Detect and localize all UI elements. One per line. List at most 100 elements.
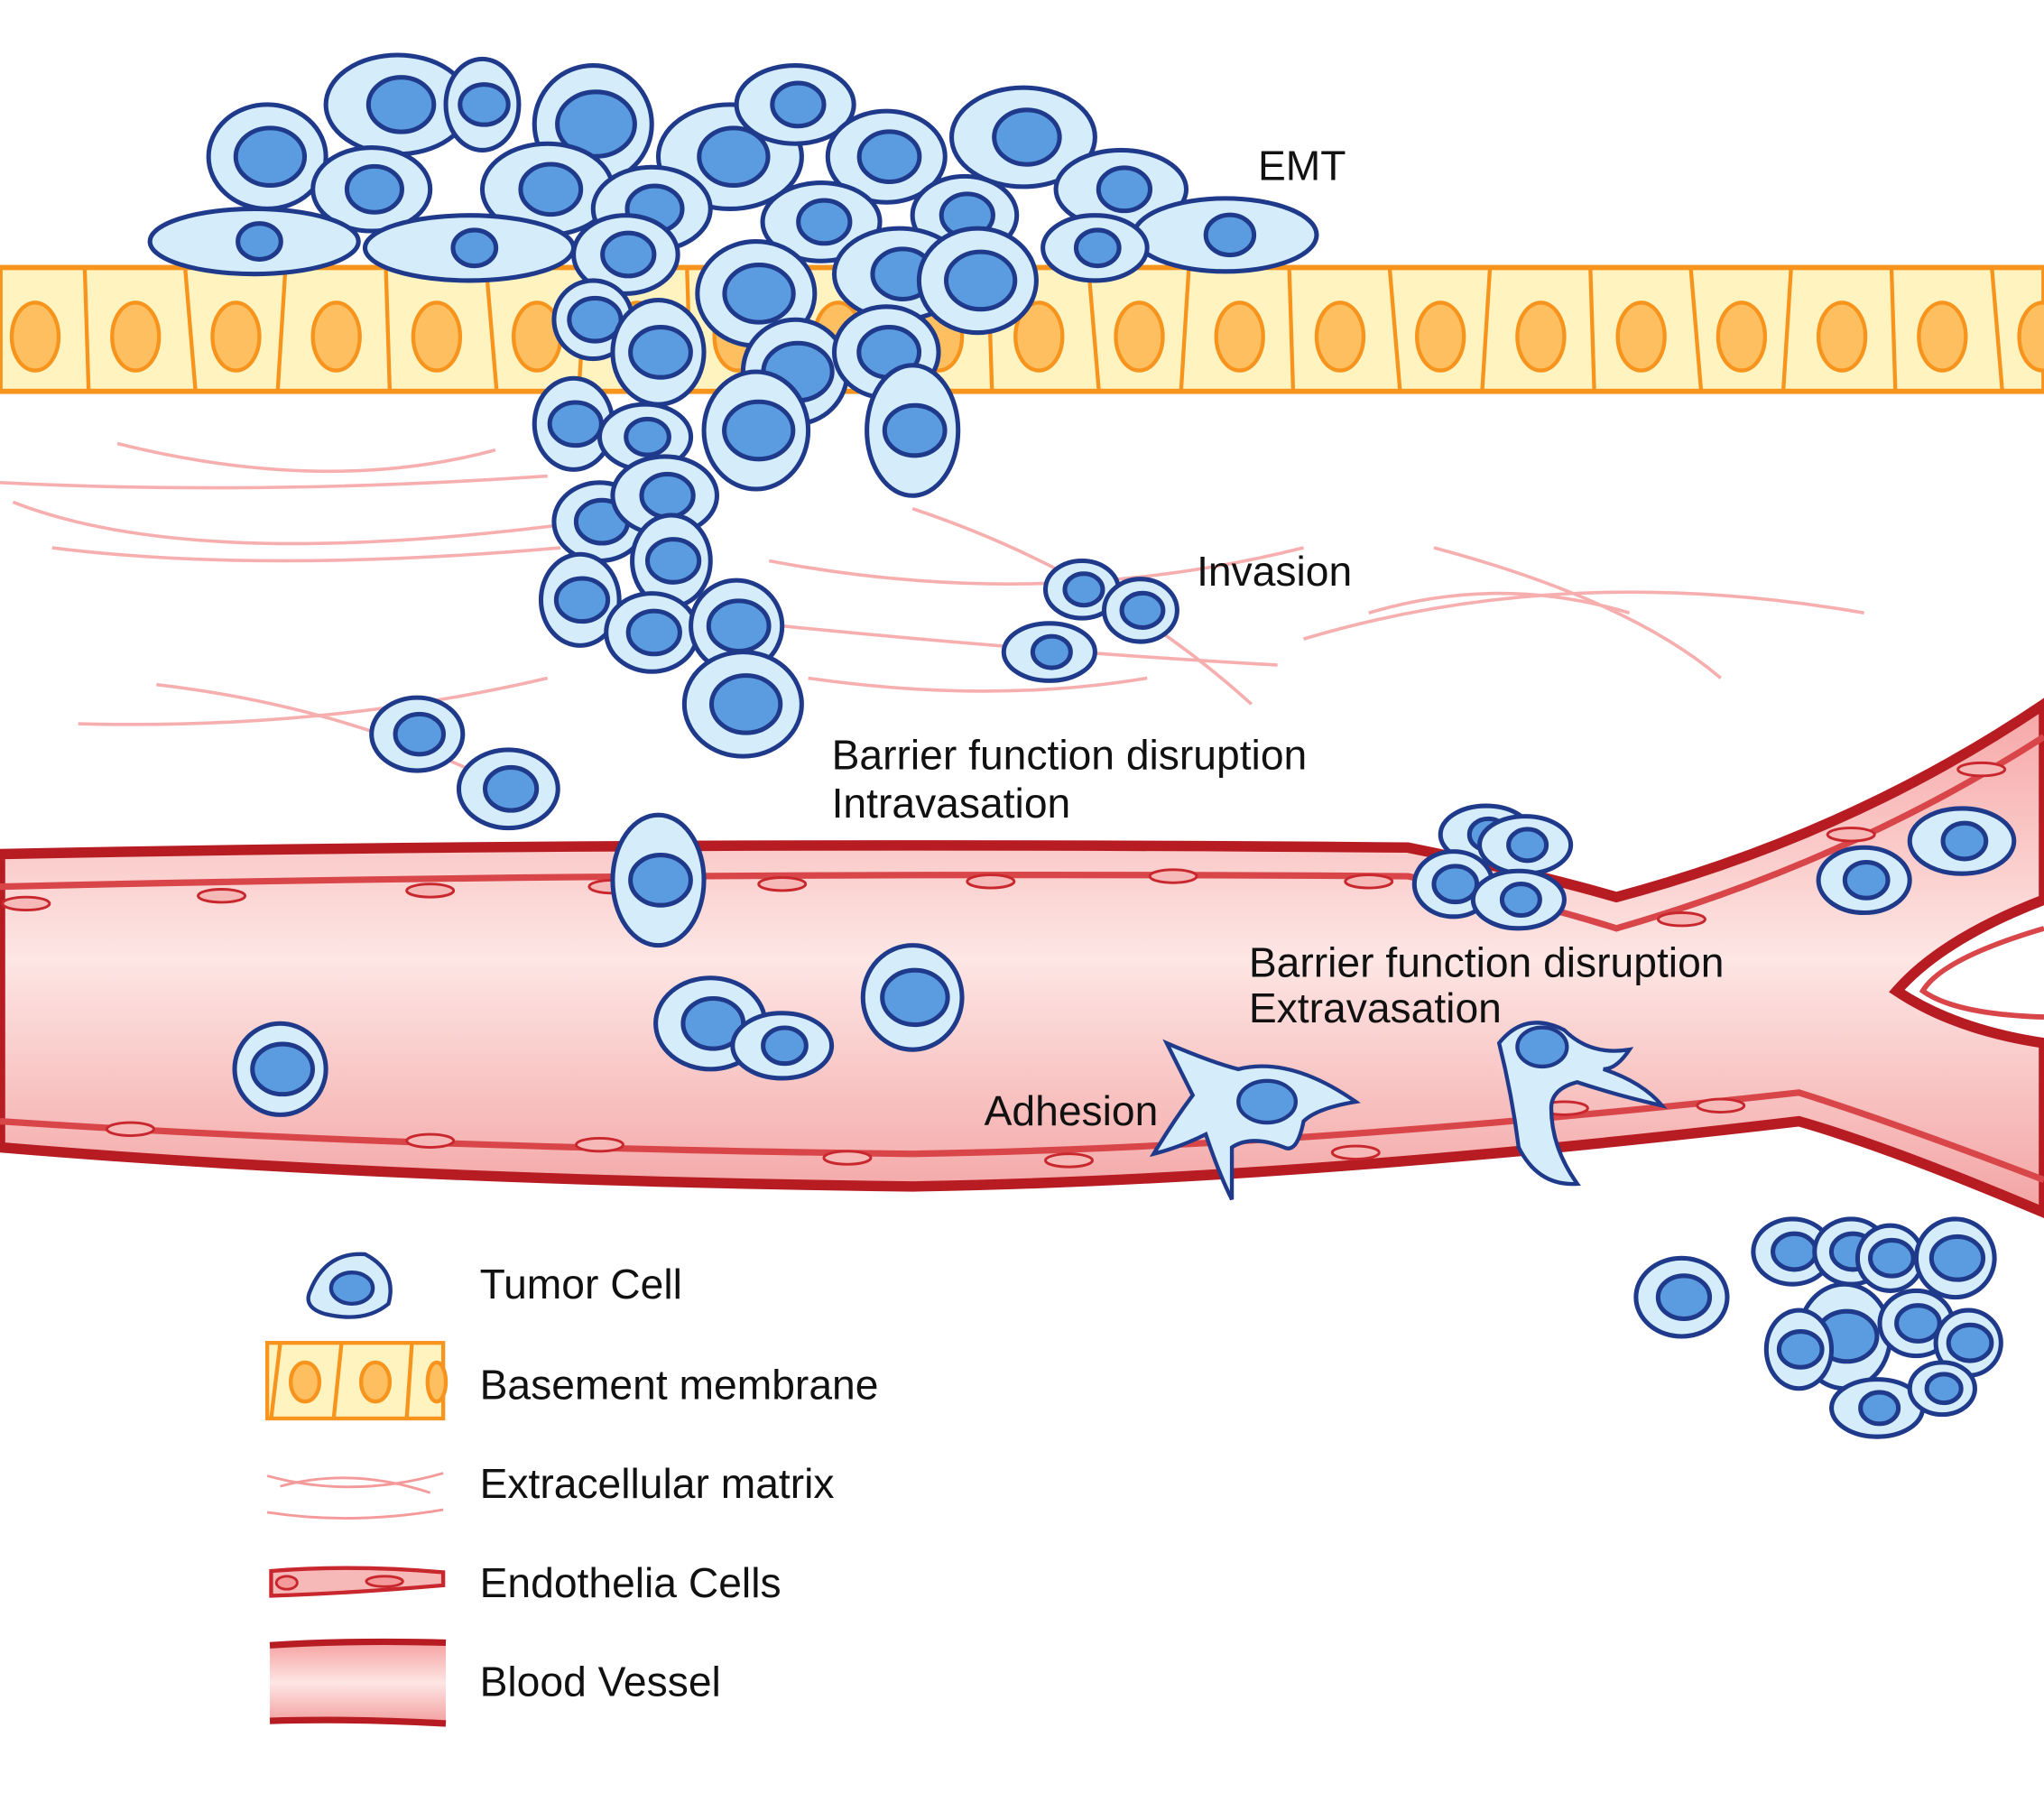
- membrane-cell-wall: [1179, 267, 1191, 392]
- nucleus: [1924, 1372, 1964, 1406]
- nucleus: [250, 1041, 315, 1097]
- membrane-cell-wall: [182, 267, 198, 392]
- endothelial-cell: [757, 876, 808, 892]
- nucleus: [236, 221, 283, 262]
- tumor-cell: [825, 108, 948, 205]
- endothelial-cell: [1330, 1144, 1381, 1160]
- tumor-cell: [1907, 806, 2017, 876]
- membrane-cell-nucleus: [1114, 300, 1165, 373]
- nucleus: [233, 125, 308, 188]
- tumor-cell: [232, 1021, 328, 1117]
- tumor-cell: [610, 298, 707, 407]
- membrane-cell-wall: [275, 267, 288, 392]
- endothelial-cell: [1344, 873, 1394, 890]
- tumor-cell: [369, 695, 466, 773]
- membrane-cell-nucleus: [310, 300, 362, 373]
- nucleus: [1940, 820, 1989, 862]
- legend-label-blood-vessel: Blood Vessel: [480, 1659, 721, 1705]
- membrane-cell-nucleus: [1013, 300, 1065, 373]
- label-invasion: Invasion: [1197, 548, 1352, 595]
- nucleus: [1771, 1231, 1818, 1272]
- membrane-cell-nucleus: [411, 300, 463, 373]
- label-extravasation-line2: Extravasation: [1249, 984, 1502, 1031]
- label-adhesion: Adhesion: [985, 1087, 1159, 1134]
- endothelial-cell: [966, 873, 1016, 890]
- tumor-cell: [730, 1011, 835, 1081]
- endothelial-cell: [1956, 761, 2007, 778]
- nucleus: [770, 80, 827, 129]
- nucleus: [1062, 571, 1105, 608]
- nucleus: [708, 673, 783, 735]
- nucleus: [1431, 864, 1480, 905]
- nucleus: [880, 967, 950, 1028]
- legend-label-extracellular-matrix: Extracellular matrix: [480, 1460, 835, 1507]
- endothelial-cell: [822, 1150, 873, 1166]
- membrane-cell-wall: [82, 267, 91, 392]
- endothelial-cell: [197, 888, 247, 904]
- nucleus: [1946, 1322, 1994, 1363]
- tumor-cell: [1933, 1308, 2003, 1378]
- nucleus: [761, 1025, 809, 1067]
- tumor-cell-icon: [306, 1252, 393, 1319]
- tumor-cell: [1907, 1360, 1977, 1418]
- membrane-cell-nucleus: [1314, 300, 1366, 373]
- tumor-cell: [1633, 1255, 1730, 1339]
- endothelial-cell: [405, 1132, 456, 1149]
- nucleus: [796, 198, 853, 246]
- membrane-cell-nucleus: [1816, 300, 1868, 373]
- membrane-cell-nucleus: [210, 300, 262, 373]
- nucleus: [644, 537, 702, 585]
- label-extravasation-line1: Barrier function disruption: [1249, 938, 1725, 985]
- nucleus: [365, 75, 437, 134]
- membrane-cell-wall: [1387, 267, 1402, 392]
- legend-label-basement-membrane: Basement membrane: [480, 1361, 879, 1408]
- nucleus: [856, 129, 922, 185]
- label-intravasation-line1: Barrier function disruption: [832, 732, 1308, 779]
- membrane-cell-wall: [484, 267, 499, 392]
- nucleus: [1842, 859, 1891, 901]
- membrane-cell-nucleus: [9, 300, 61, 373]
- extracellular-matrix-icon: [266, 1472, 444, 1520]
- tumor-cell: [1476, 814, 1574, 876]
- tumor-cell: [479, 141, 615, 237]
- label-emt: EMT: [1258, 143, 1346, 189]
- tumor-cell: [860, 943, 965, 1052]
- nucleus: [1030, 633, 1073, 670]
- membrane-cell-nucleus: [1716, 300, 1768, 373]
- nucleus: [943, 249, 1018, 312]
- nucleus: [1867, 1237, 1916, 1279]
- tumor-cell: [681, 650, 804, 759]
- membrane-cell-nucleus: [1415, 300, 1466, 373]
- tumor-cell: [1854, 1223, 1926, 1293]
- endothelial-cells-icon: [269, 1566, 446, 1598]
- nucleus: [722, 399, 796, 462]
- nucleus: [518, 162, 584, 217]
- endothelial-lining-bottom: [0, 1089, 2044, 1184]
- membrane-cell-wall: [1087, 267, 1101, 392]
- nucleus: [458, 82, 511, 127]
- nucleus: [706, 598, 772, 654]
- tumor-cell: [1816, 845, 1912, 916]
- tumor-cell: [443, 56, 522, 152]
- tumor-cell: [571, 213, 680, 296]
- nucleus: [1894, 1303, 1942, 1344]
- extracellular-matrix: [0, 441, 1864, 772]
- tumor-cell: [701, 369, 811, 492]
- tumor-cells: [147, 52, 2017, 1439]
- nucleus: [697, 125, 771, 188]
- membrane-cell-nucleus: [1214, 300, 1265, 373]
- tumor-cell: [310, 145, 433, 234]
- membrane-cell-nucleus: [1615, 300, 1667, 373]
- tumor-cell: [1101, 577, 1179, 644]
- membrane-cell-wall: [1688, 267, 1704, 392]
- nucleus: [482, 764, 540, 813]
- endothelial-cell: [106, 1121, 155, 1137]
- tumor-cell: [1132, 196, 1319, 274]
- tumor-cell: [597, 402, 694, 472]
- endothelial-cell: [1148, 868, 1198, 884]
- legend: Tumor Cell Basement membrane Extracellul…: [264, 1252, 879, 1727]
- endothelial-cell: [1044, 1152, 1094, 1169]
- nucleus: [1506, 827, 1549, 864]
- membrane-cell-nucleus: [110, 300, 162, 373]
